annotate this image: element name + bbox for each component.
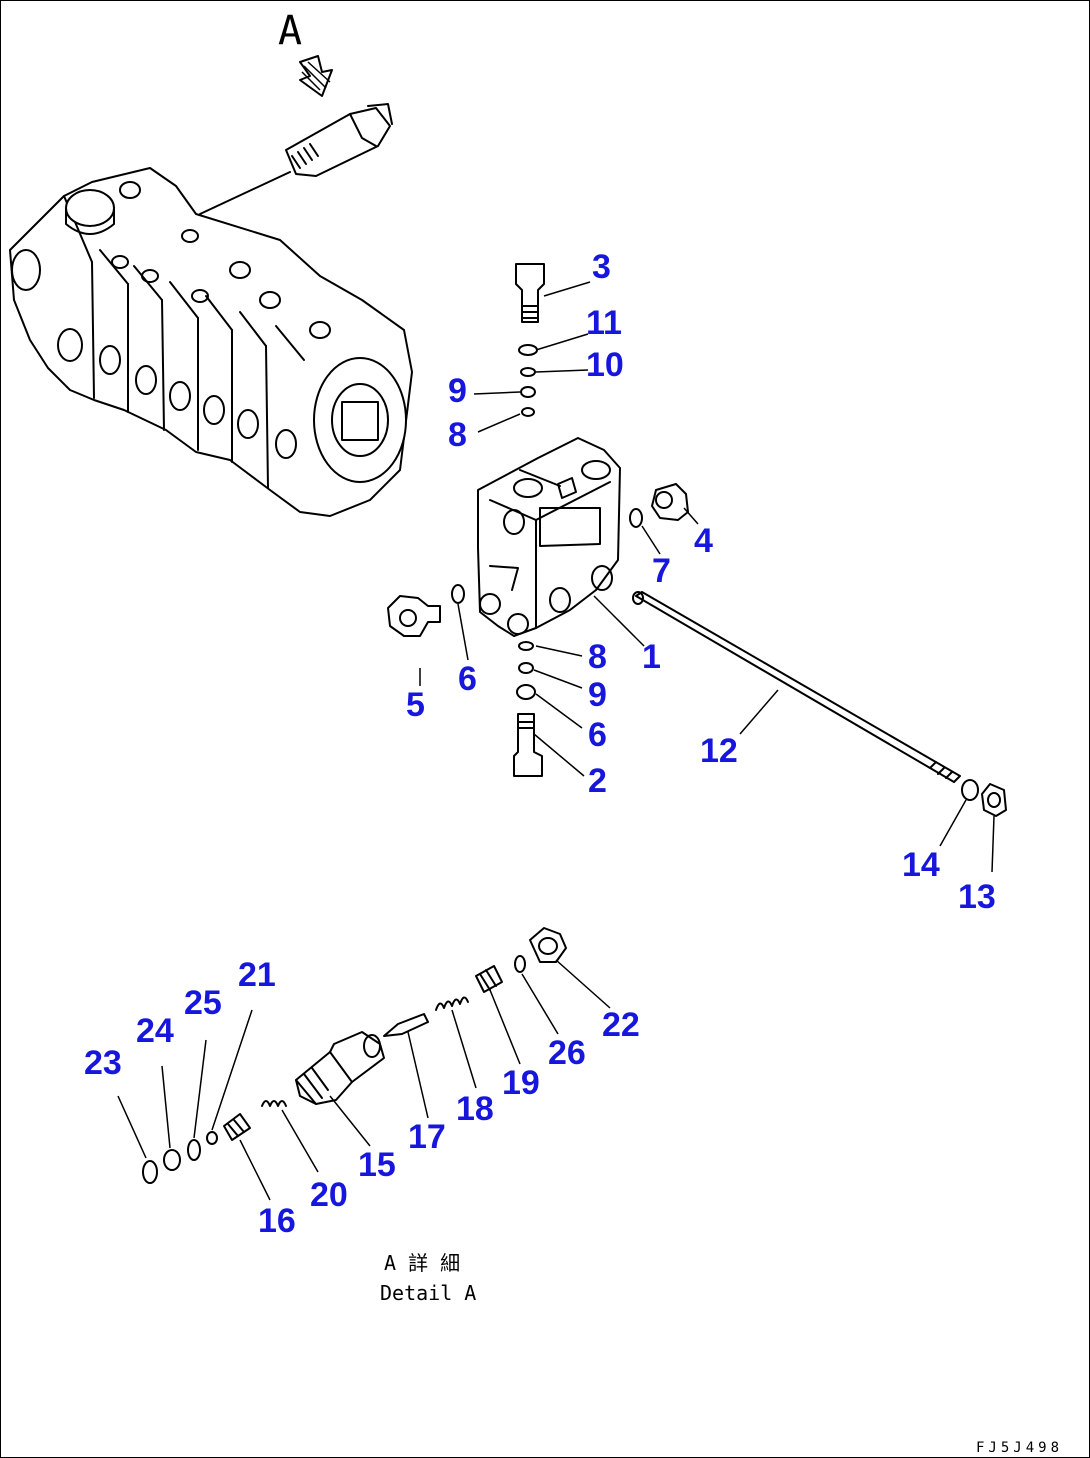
detail-caption-jp: A 詳 細 — [384, 1251, 460, 1275]
callout-8-lower: 8 — [588, 638, 607, 676]
callout-26: 26 — [548, 1034, 586, 1072]
part-13-nut — [981, 783, 1007, 817]
callout-3: 3 — [592, 248, 611, 286]
part-21-ring — [206, 1131, 218, 1145]
callout-1: 1 — [642, 638, 661, 676]
callout-6-lower: 6 — [588, 716, 607, 754]
callout-11: 11 — [586, 304, 622, 342]
part-6-ring-lower — [516, 684, 536, 700]
part-4-fitting — [651, 483, 689, 521]
callout-labels: 1 2 3 4 5 6 6 7 8 8 9 9 10 11 12 13 14 1… — [84, 248, 996, 1240]
part-18-spring — [435, 996, 469, 1011]
part-12-tie-bolt — [632, 591, 961, 783]
part-24-ring — [163, 1149, 181, 1171]
part-16-piston — [223, 1113, 251, 1141]
callout-15: 15 — [358, 1146, 396, 1184]
callout-23: 23 — [84, 1044, 122, 1082]
callout-7: 7 — [652, 552, 671, 590]
callout-21: 21 — [238, 956, 276, 994]
callout-5: 5 — [406, 686, 425, 724]
part-25-ring — [187, 1139, 201, 1161]
view-marker-a: A — [278, 8, 302, 54]
leader-lines — [117, 281, 995, 1201]
callout-9-upper: 9 — [448, 372, 467, 410]
callout-17: 17 — [408, 1118, 446, 1156]
part-6-ring-upper — [451, 584, 465, 604]
callout-12: 12 — [700, 732, 738, 770]
part-17-poppet — [383, 1013, 429, 1037]
part-7-oring — [629, 508, 643, 528]
callout-19: 19 — [502, 1064, 540, 1102]
callout-18: 18 — [456, 1090, 494, 1128]
part-9-ring-upper — [520, 386, 536, 398]
view-arrow — [299, 55, 333, 97]
callout-9-lower: 9 — [588, 676, 607, 714]
callout-13: 13 — [958, 878, 996, 916]
valve-section-body — [477, 437, 621, 637]
callout-6-upper: 6 — [458, 660, 477, 698]
drawing-code: FJ5J498 — [976, 1440, 1063, 1456]
part-15-valve-body — [295, 1031, 385, 1105]
callout-14: 14 — [902, 846, 940, 884]
part-9-ring-lower — [518, 662, 534, 674]
part-11-ring — [518, 344, 538, 356]
callout-10: 10 — [586, 346, 624, 384]
part-8-ring-lower — [518, 641, 534, 651]
part-22-cap — [529, 927, 567, 963]
part-10-ring — [520, 367, 536, 377]
part-2-plug — [513, 713, 543, 777]
part-20-spring — [261, 1100, 287, 1107]
callout-8-upper: 8 — [448, 416, 467, 454]
control-valve-assembly — [9, 103, 413, 517]
callout-16: 16 — [258, 1202, 296, 1240]
part-3-plug — [515, 263, 545, 323]
callout-22: 22 — [602, 1006, 640, 1044]
part-19-adjust-screw — [475, 965, 503, 993]
part-14-washer — [961, 779, 979, 801]
callout-25: 25 — [184, 984, 222, 1022]
part-5-fitting — [387, 595, 441, 637]
callout-2: 2 — [588, 762, 607, 800]
callout-4: 4 — [694, 522, 713, 560]
detail-caption-en: Detail A — [380, 1281, 476, 1305]
part-26-oring — [514, 955, 526, 973]
part-8-ring-upper — [521, 407, 535, 417]
callout-24: 24 — [136, 1012, 174, 1050]
callout-20: 20 — [310, 1176, 348, 1214]
part-23-ring — [142, 1160, 158, 1184]
